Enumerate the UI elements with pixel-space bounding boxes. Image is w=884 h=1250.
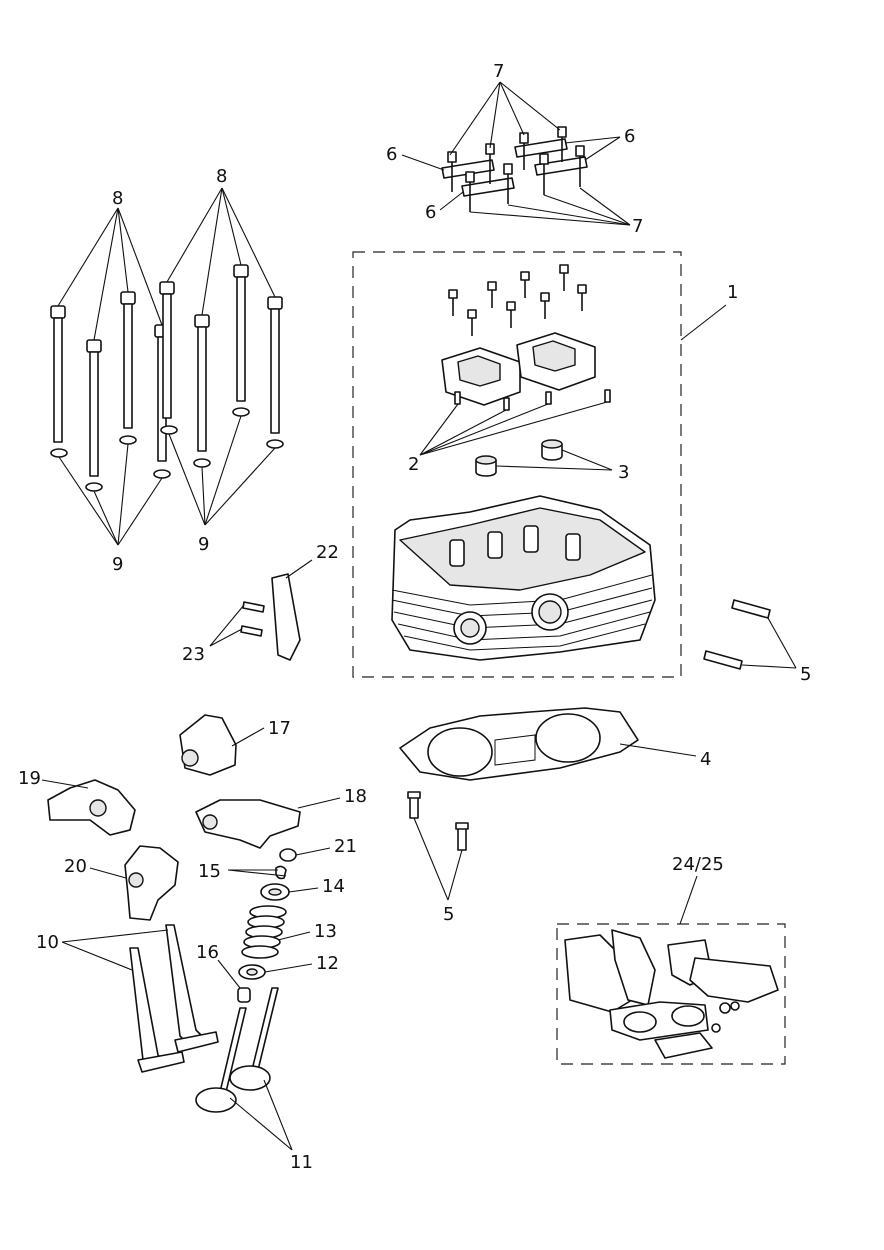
leader-lines bbox=[41, 81, 797, 1151]
bracket-22 bbox=[271, 573, 301, 661]
callout-11: 11 bbox=[290, 1152, 313, 1173]
spark-plug-seals bbox=[475, 439, 563, 477]
gasket-set-24-25 bbox=[564, 929, 779, 1059]
cam-carrier-bolts bbox=[448, 264, 587, 336]
callout-23: 23 bbox=[182, 644, 205, 665]
callout-22: 22 bbox=[316, 542, 339, 563]
callout-10: 10 bbox=[36, 932, 59, 953]
callout-14: 14 bbox=[322, 876, 345, 897]
callout-7-bottom: 7 bbox=[632, 216, 643, 237]
valves-10 bbox=[129, 924, 219, 1073]
head-gasket bbox=[399, 707, 639, 781]
valve-spring-13 bbox=[241, 905, 287, 959]
callout-5-bottom: 5 bbox=[443, 904, 454, 925]
head-bolts-left-group bbox=[50, 281, 175, 492]
rocker-arm-17 bbox=[179, 714, 237, 776]
callout-3: 3 bbox=[618, 462, 629, 483]
callout-18: 18 bbox=[344, 786, 367, 807]
cam-carrier-blocks bbox=[441, 332, 596, 406]
rocker-arm-20 bbox=[124, 845, 179, 921]
callout-8-right: 8 bbox=[216, 166, 227, 187]
rocker-arm-19 bbox=[47, 779, 136, 836]
callout-21: 21 bbox=[334, 836, 357, 857]
bolts-23 bbox=[240, 601, 265, 637]
callout-5-right: 5 bbox=[800, 664, 811, 685]
spring-retainer-14 bbox=[260, 883, 290, 901]
studs-right bbox=[703, 599, 771, 670]
gasket-set-box bbox=[556, 923, 786, 1065]
cylinder-head-assembly-box bbox=[352, 251, 682, 678]
cam-cap-bracket bbox=[534, 156, 588, 176]
cam-cap-bracket bbox=[441, 159, 495, 179]
callout-2: 2 bbox=[408, 454, 419, 475]
callout-16: 16 bbox=[196, 942, 219, 963]
callout-12: 12 bbox=[316, 953, 339, 974]
callout-labels: 7 6 6 6 7 1 8 8 9 9 2 3 22 23 5 4 17 18 … bbox=[18, 61, 811, 1173]
cam-cap-bracket bbox=[461, 177, 515, 197]
callout-6-right: 6 bbox=[624, 126, 635, 147]
spring-seat-12 bbox=[238, 964, 266, 980]
valve-stem-seal-16 bbox=[237, 987, 251, 1003]
callout-20: 20 bbox=[64, 856, 87, 877]
callout-1: 1 bbox=[727, 282, 738, 303]
head-bolts-right-group bbox=[160, 264, 284, 468]
callout-17: 17 bbox=[268, 718, 291, 739]
cylinder-head bbox=[391, 495, 656, 661]
callout-15: 15 bbox=[198, 861, 221, 882]
valve-cap-21 bbox=[279, 848, 297, 862]
studs-bottom bbox=[407, 791, 469, 851]
cam-cap-bracket bbox=[514, 138, 568, 158]
rocker-arm-18 bbox=[195, 799, 301, 849]
callout-24-25: 24/25 bbox=[672, 854, 724, 875]
valves-11 bbox=[195, 987, 279, 1113]
callout-9-right: 9 bbox=[198, 534, 209, 555]
callout-13: 13 bbox=[314, 921, 337, 942]
cam-cap-bolts-group bbox=[441, 126, 588, 212]
callout-19: 19 bbox=[18, 768, 41, 789]
callout-7-top: 7 bbox=[493, 61, 504, 82]
callout-9-left: 9 bbox=[112, 554, 123, 575]
callout-6-lower: 6 bbox=[425, 202, 436, 223]
callout-4: 4 bbox=[700, 749, 711, 770]
collets-15 bbox=[275, 865, 287, 880]
callout-8-left: 8 bbox=[112, 188, 123, 209]
callout-6-left: 6 bbox=[386, 144, 397, 165]
